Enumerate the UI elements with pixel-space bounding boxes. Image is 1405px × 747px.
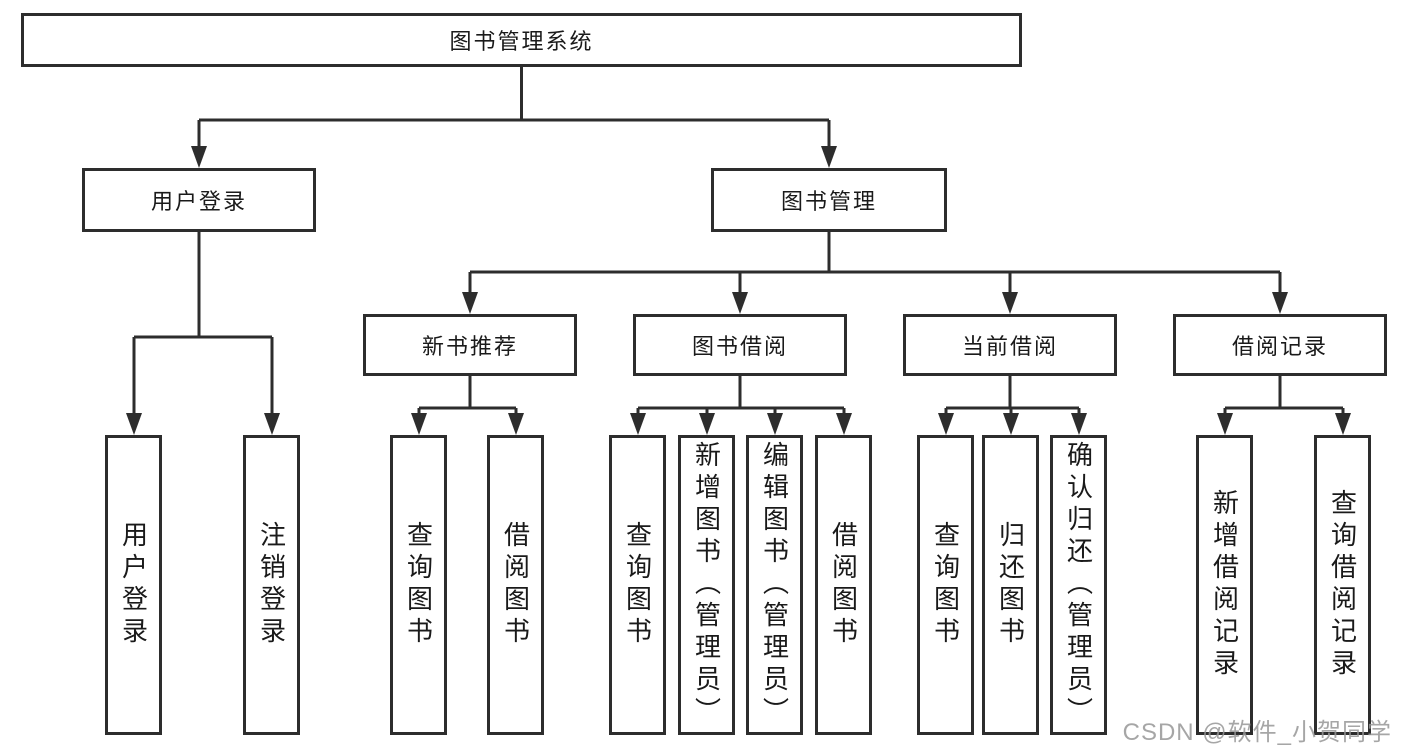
node-book-management: 图书管理 <box>711 168 947 232</box>
leaf-confirm-return-admin: 确认归还（管理员） <box>1050 435 1107 735</box>
connector-borrow-record-to-leaves <box>1223 376 1345 415</box>
connector-book-borrow-to-leaves <box>636 376 846 415</box>
csdn-watermark: CSDN @软件_小贺同学 <box>1122 719 1392 746</box>
leaf-label: 借阅图书 <box>500 521 531 649</box>
leaf-add-borrow-record: 新增借阅记录 <box>1196 435 1253 735</box>
node-label: 图书管理 <box>780 189 877 214</box>
node-label: 新书推荐 <box>421 334 518 359</box>
leaf-borrow-books-recommend: 借阅图书 <box>487 435 544 735</box>
node-current-borrow: 当前借阅 <box>903 314 1117 376</box>
node-user-login: 用户登录 <box>82 168 316 232</box>
leaf-label: 注销登录 <box>256 521 287 649</box>
leaf-add-books-admin: 新增图书（管理员） <box>678 435 735 735</box>
node-label: 当前借阅 <box>961 334 1058 359</box>
leaf-return-books: 归还图书 <box>982 435 1039 735</box>
node-label: 图书管理系统 <box>449 29 594 54</box>
leaf-label: 查询借阅记录 <box>1327 489 1358 681</box>
leaf-query-books-borrow: 查询图书 <box>609 435 666 735</box>
connector-user-login-to-leaves <box>132 232 274 415</box>
leaf-borrow-books: 借阅图书 <box>815 435 872 735</box>
leaf-label: 借阅图书 <box>828 521 859 649</box>
leaf-label: 编辑图书（管理员） <box>759 441 790 729</box>
leaf-label: 查询图书 <box>930 521 961 649</box>
leaf-label: 用户登录 <box>118 521 149 649</box>
node-label: 用户登录 <box>150 189 247 214</box>
connector-new-book-to-leaves <box>417 376 518 415</box>
leaf-label: 新增借阅记录 <box>1209 489 1240 681</box>
leaf-label: 归还图书 <box>995 521 1026 649</box>
leaf-user-login: 用户登录 <box>105 435 162 735</box>
leaf-label: 查询图书 <box>403 521 434 649</box>
connector-root-to-level2 <box>197 67 831 148</box>
connector-book-mgmt-to-level3 <box>468 232 1282 294</box>
node-book-borrow: 图书借阅 <box>633 314 847 376</box>
leaf-query-borrow-record: 查询借阅记录 <box>1314 435 1371 735</box>
connector-current-borrow-to-leaves <box>944 376 1081 415</box>
leaf-label: 查询图书 <box>622 521 653 649</box>
node-label: 图书借阅 <box>691 334 788 359</box>
leaf-edit-books-admin: 编辑图书（管理员） <box>746 435 803 735</box>
leaf-query-books-current: 查询图书 <box>917 435 974 735</box>
node-library-management-system: 图书管理系统 <box>21 13 1022 67</box>
leaf-label: 确认归还（管理员） <box>1063 441 1094 729</box>
node-borrow-records: 借阅记录 <box>1173 314 1387 376</box>
leaf-logout: 注销登录 <box>243 435 300 735</box>
leaf-query-books-recommend: 查询图书 <box>390 435 447 735</box>
node-label: 借阅记录 <box>1231 334 1328 359</box>
node-new-book-recommend: 新书推荐 <box>363 314 577 376</box>
leaf-label: 新增图书（管理员） <box>691 441 722 729</box>
